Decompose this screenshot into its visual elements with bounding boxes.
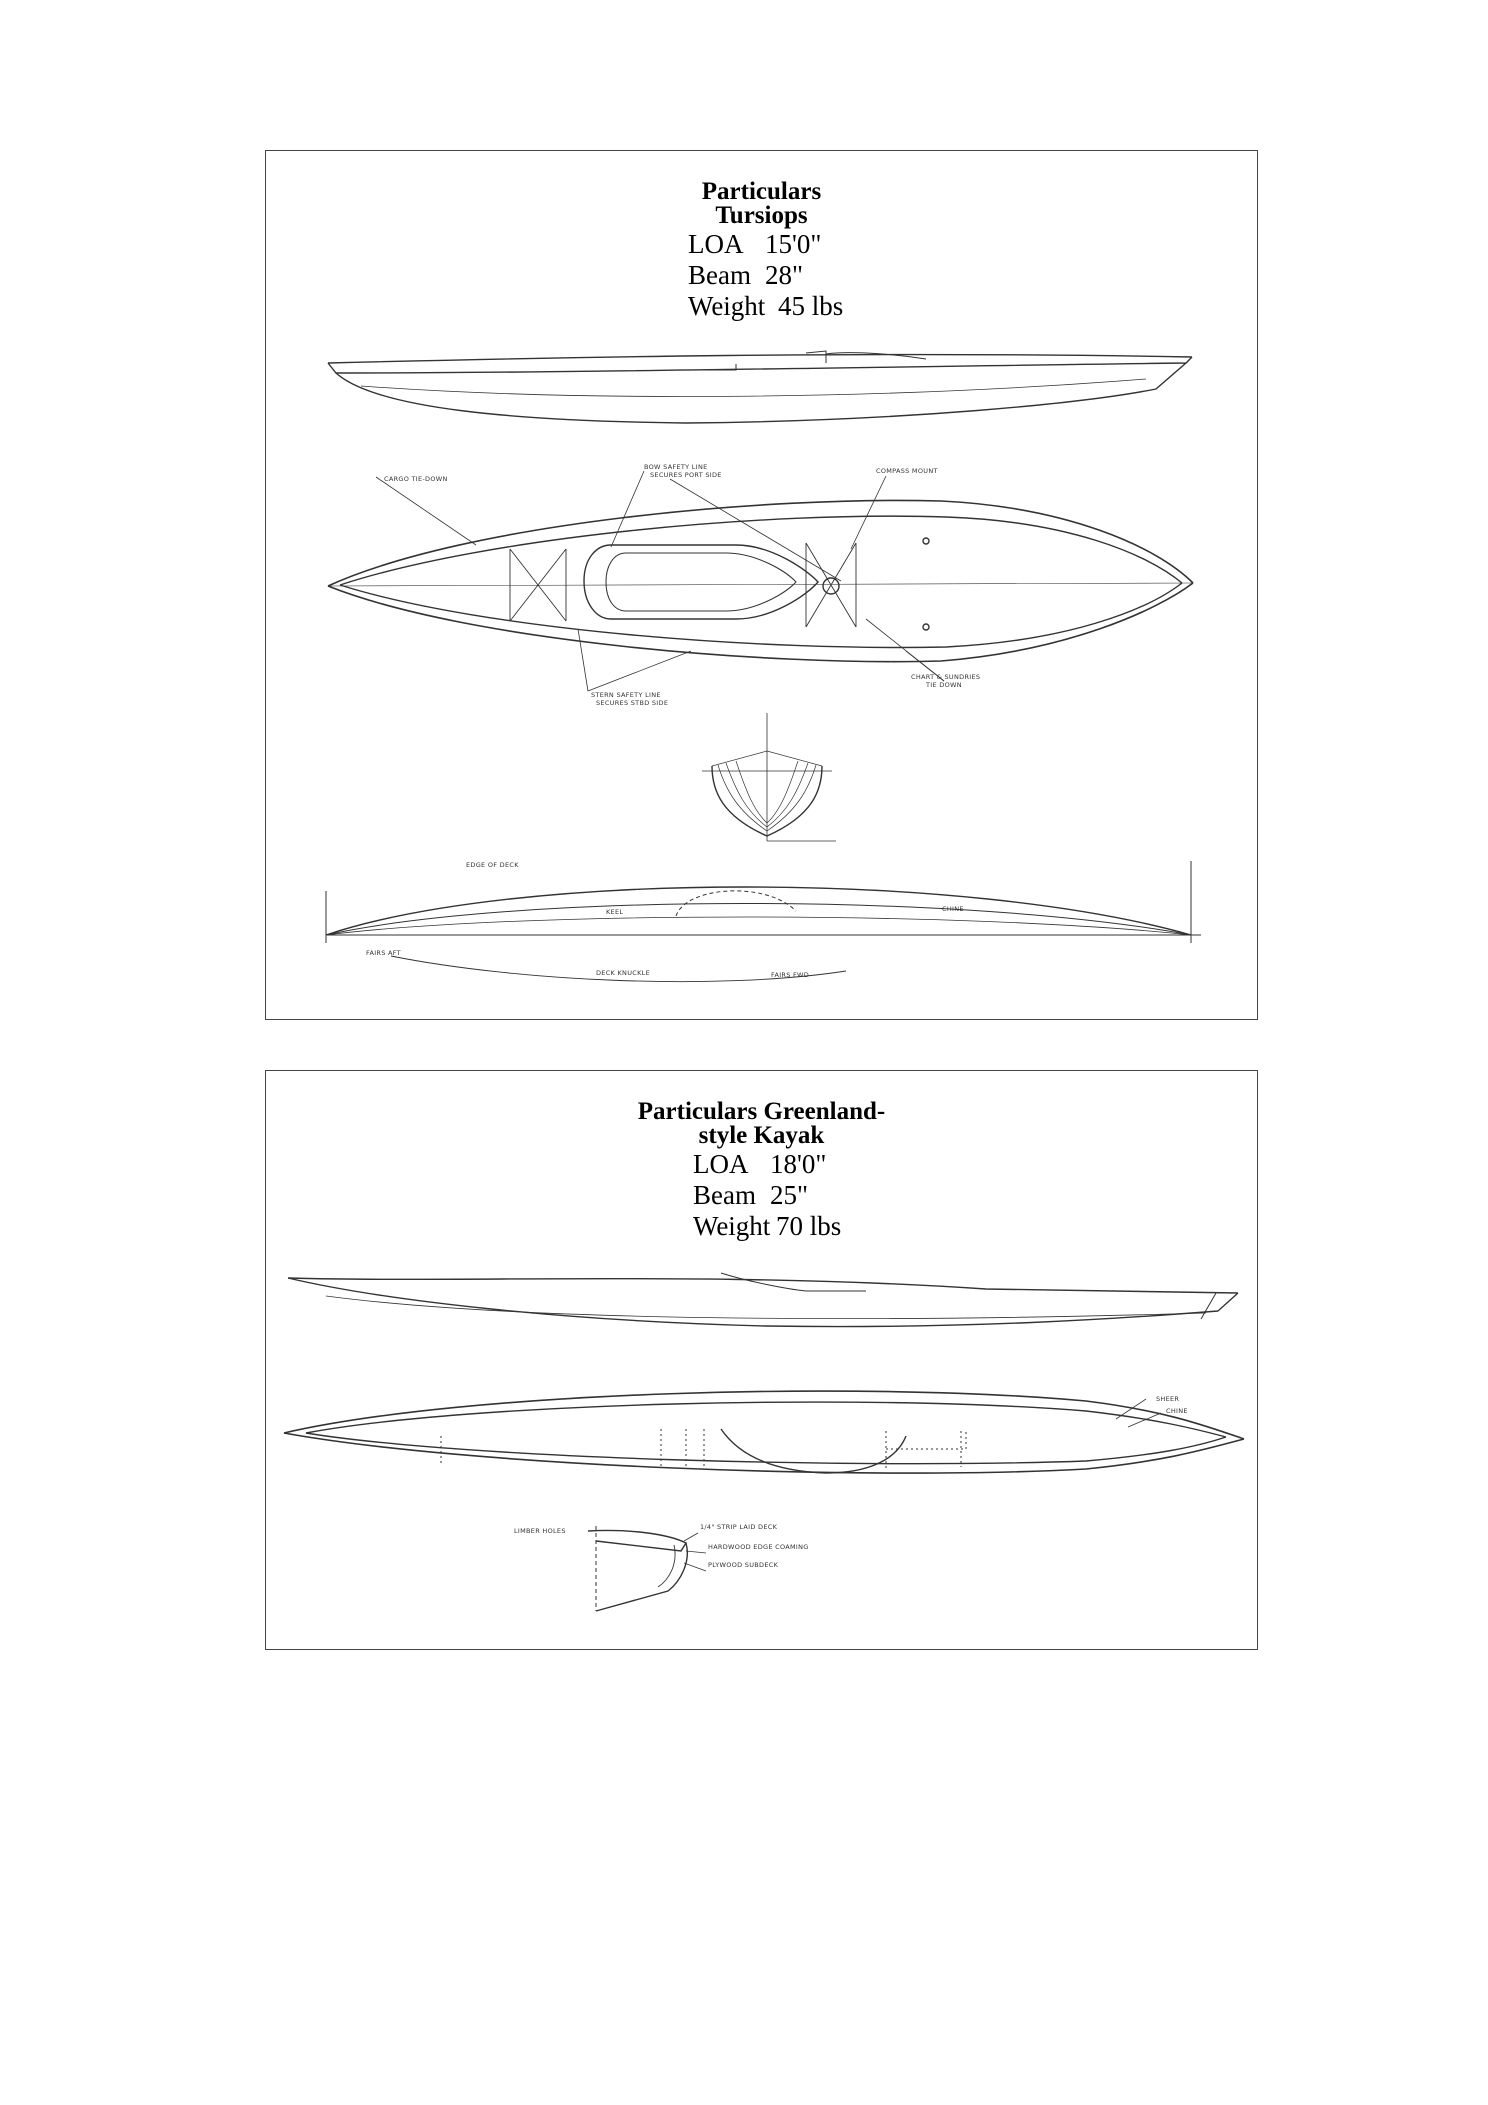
spec-value: 45 lbs xyxy=(778,291,844,321)
spec-label: LOA xyxy=(693,1149,749,1179)
callout-label: CHINE xyxy=(942,905,964,913)
profile-view xyxy=(327,350,1193,424)
callout-label: SHEER xyxy=(1156,1395,1179,1403)
callout-label: PLYWOOD SUBDECK xyxy=(708,1561,779,1569)
callout-label: COMPASS MOUNT xyxy=(876,467,938,475)
spec-label: Beam xyxy=(688,260,751,290)
callout-label: SECURES STBD SIDE xyxy=(596,699,668,707)
tursiops-plan-panel: Particulars Tursiops LOA 15'0" Beam 28" We… xyxy=(265,150,1258,1020)
spec-row-loa: LOA 15'0" xyxy=(688,229,843,260)
body-plan-section xyxy=(702,713,836,842)
spec-row-weight: Weight 45 lbs xyxy=(688,291,843,322)
panel-title-line-1: Particulars Greenland- xyxy=(637,1098,886,1125)
callout-label: TIE DOWN xyxy=(925,681,962,689)
callout-label: EDGE OF DECK xyxy=(466,861,519,869)
panel-title-line-2: style Kayak xyxy=(698,1122,825,1149)
callout-label: CARGO TIE-DOWN xyxy=(384,475,448,483)
callout-label: FAIRS FWD xyxy=(771,971,809,979)
callout-label: CHINE xyxy=(1166,1407,1188,1415)
spec-row-loa: LOA 18'0" xyxy=(693,1149,841,1180)
tursiops-line-drawing: CARGO TIE-DOWN BOW SAFETY LINE SECURES P… xyxy=(325,350,1201,983)
spec-value: 18'0" xyxy=(770,1149,827,1179)
profile-view xyxy=(287,1272,1239,1328)
panel-title-line-2: Tursiops xyxy=(715,202,808,229)
spec-value: 15'0" xyxy=(765,229,822,259)
greenland-kayak-plan-panel: Particulars Greenland- style Kayak LOA 18… xyxy=(265,1070,1258,1650)
callout-label: FAIRS AFT xyxy=(366,949,401,957)
panel-title-line-1: Particulars xyxy=(701,178,822,205)
spec-value: 70 lbs xyxy=(776,1211,842,1241)
spec-row-beam: Beam 28" xyxy=(688,260,843,291)
plan-view xyxy=(283,1390,1245,1474)
callout-label: SECURES PORT SIDE xyxy=(650,471,722,479)
lines-view xyxy=(325,861,1201,983)
spec-value: 28" xyxy=(765,260,804,290)
spec-label: LOA xyxy=(688,229,744,259)
callout-label: STERN SAFETY LINE xyxy=(591,691,661,699)
spec-label: Weight xyxy=(693,1211,771,1241)
callout-label: DECK KNUCKLE xyxy=(596,969,650,977)
greenland-line-drawing: SHEER CHINE LIMBER HOLES 1/4" STRIP LAID… xyxy=(283,1272,1245,1612)
spec-value: 25" xyxy=(770,1180,809,1210)
callout-label: KEEL xyxy=(606,908,623,916)
callout-label: LIMBER HOLES xyxy=(514,1527,566,1535)
spec-label: Beam xyxy=(693,1180,756,1210)
callout-label: BOW SAFETY LINE xyxy=(644,463,708,471)
spec-label: Weight xyxy=(688,291,766,321)
callout-label: CHART & SUNDRIES xyxy=(911,673,980,681)
particulars-specs: LOA 15'0" Beam 28" Weight 45 lbs xyxy=(688,229,843,322)
callout-label: 1/4" STRIP LAID DECK xyxy=(700,1523,778,1531)
callout-label: HARDWOOD EDGE COAMING xyxy=(708,1543,809,1551)
spec-row-beam: Beam 25" xyxy=(693,1180,841,1211)
coaming-section-view xyxy=(587,1526,707,1612)
plan-view xyxy=(327,470,1194,692)
